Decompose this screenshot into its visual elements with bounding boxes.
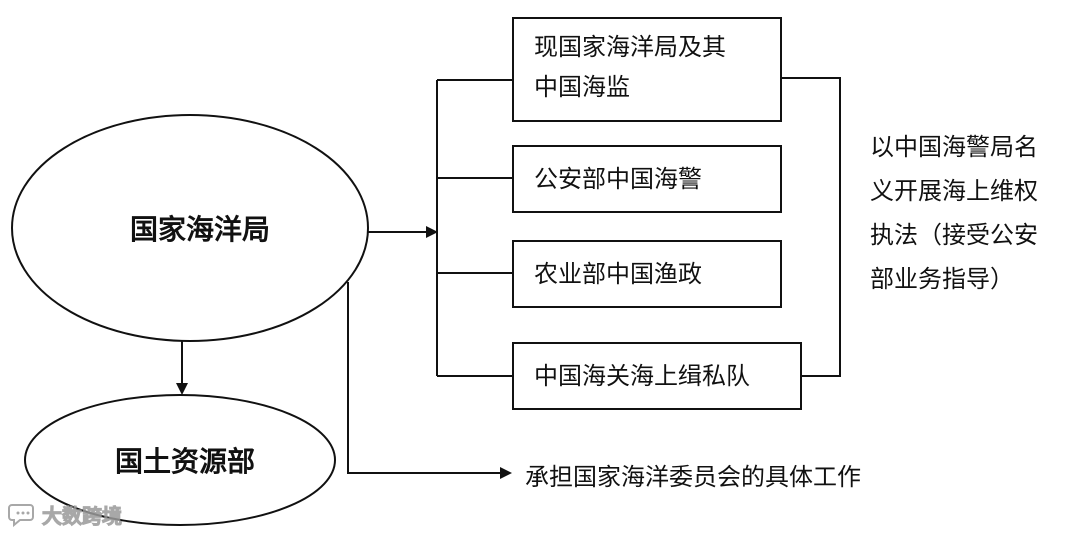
box-moa-fisheries-line: 农业部中国渔政 — [534, 260, 702, 288]
soa-ellipse — [11, 114, 369, 342]
watermark-text: 大数跨境 — [42, 504, 123, 529]
box-moa-fisheries: 农业部中国渔政 — [512, 240, 782, 308]
right-bracket — [782, 77, 841, 377]
bottom-label: 承担国家海洋委员会的具体工作 — [525, 463, 861, 491]
box-customs-anti-smuggling-line: 中国海关海上缉私队 — [534, 362, 750, 390]
side-note: 以中国海警局名 义开展海上维权 执法（接受公安 部业务指导） — [870, 125, 1070, 301]
box-soa-cms: 现国家海洋局及其 中国海监 — [512, 17, 782, 122]
side-note-line-3: 执法（接受公安 — [870, 221, 1038, 249]
arrow-soa-to-bottom-label — [347, 282, 512, 479]
side-note-line-4: 部业务指导） — [870, 265, 1014, 293]
box-mps-coast-guard: 公安部中国海警 — [512, 145, 782, 213]
box-soa-cms-line-1: 现国家海洋局及其 — [534, 33, 726, 61]
box-customs-anti-smuggling: 中国海关海上缉私队 — [512, 342, 802, 410]
chat-bubble-icon — [8, 503, 34, 527]
box-soa-cms-line-2: 中国海监 — [534, 73, 630, 101]
side-note-line-2: 义开展海上维权 — [870, 177, 1038, 205]
watermark: 大数跨境 — [8, 500, 123, 529]
mlr-label: 国土资源部 — [114, 445, 256, 478]
mlr-ellipse — [24, 394, 336, 526]
box-mps-coast-guard-line: 公安部中国海警 — [534, 165, 702, 193]
side-note-line-1: 以中国海警局名 — [870, 133, 1038, 161]
soa-label: 国家海洋局 — [129, 213, 271, 246]
